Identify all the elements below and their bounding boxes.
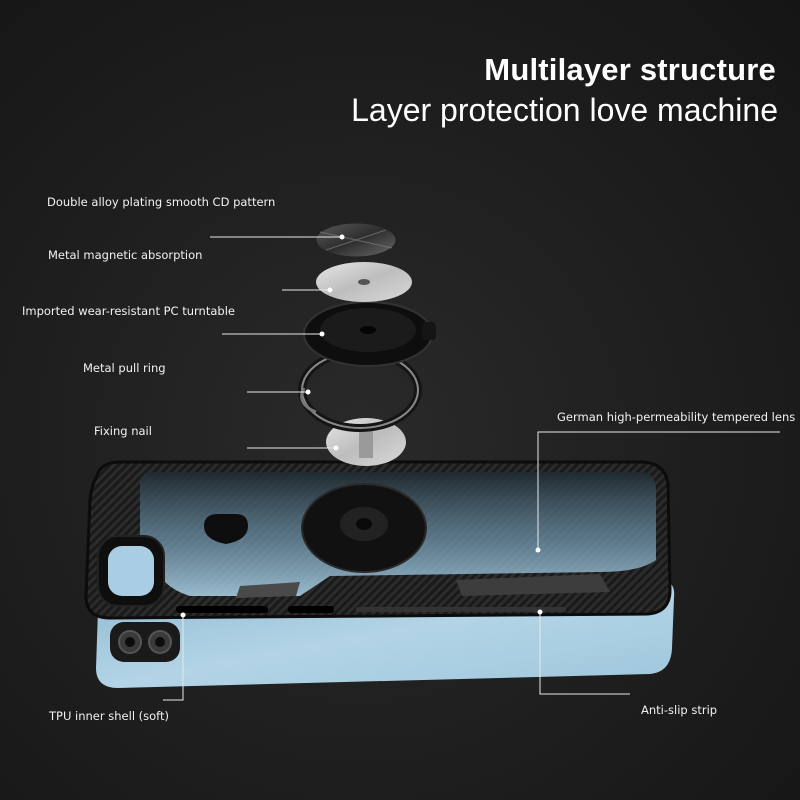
- label-turntable: Imported wear-resistant PC turntable: [22, 304, 235, 318]
- leader-lines: [163, 236, 780, 701]
- label-magnetic: Metal magnetic absorption: [48, 248, 203, 262]
- page-title: Multilayer structure: [484, 52, 776, 87]
- phone-case: [84, 460, 672, 620]
- page-subtitle: Layer protection love machine: [351, 92, 778, 128]
- leader-dots: [180, 234, 543, 618]
- label-fixing-nail: Fixing nail: [94, 424, 152, 438]
- cd-pattern-disc: [315, 222, 397, 258]
- magnetic-disc: [316, 262, 412, 302]
- label-lens: German high-permeability tempered lens: [557, 410, 796, 424]
- label-pull-ring: Metal pull ring: [83, 361, 166, 375]
- label-cd-pattern: Double alloy plating smooth CD pattern: [47, 195, 276, 209]
- label-tpu-shell: TPU inner shell (soft): [49, 709, 170, 723]
- label-anti-slip: Anti-slip strip: [641, 703, 718, 717]
- pc-turntable: [303, 301, 436, 367]
